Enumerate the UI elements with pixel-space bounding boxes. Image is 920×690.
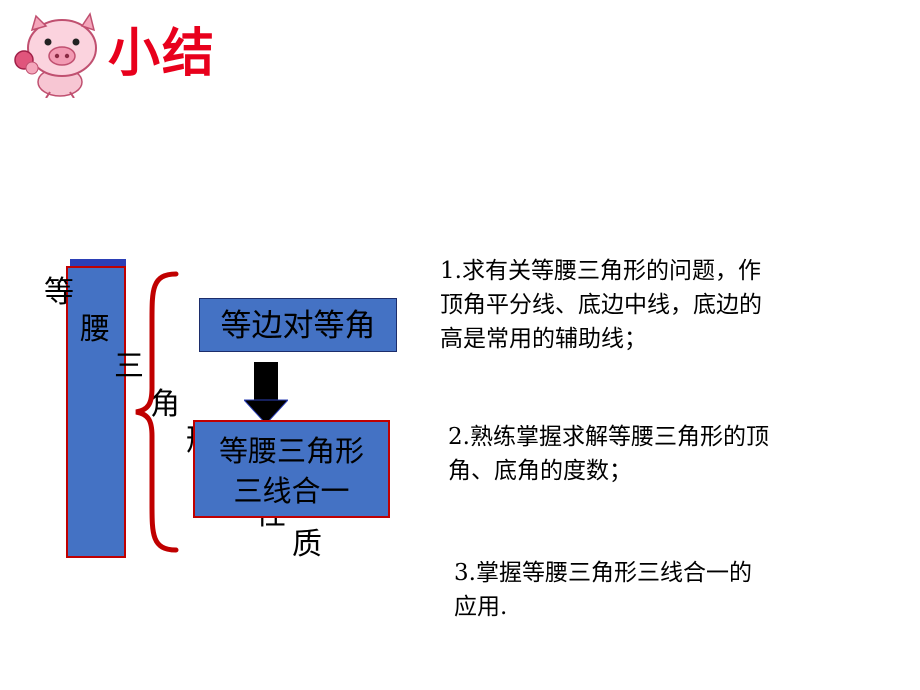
summary-point-2: 2.熟练掌握求解等腰三角形的顶 角、底角的度数；	[448, 420, 888, 488]
summary-point-3: 3.掌握等腰三角形三线合一的 应用.	[454, 556, 894, 624]
box-equal-sides-equal-angles: 等边对等角	[199, 298, 397, 352]
point-line: 高是常用的辅助线；	[440, 326, 647, 352]
point-line: 3.掌握等腰三角形三线合一的	[454, 560, 752, 586]
point-line: 应用.	[454, 594, 508, 620]
vertical-char: 角	[150, 387, 180, 422]
point-line: 2.熟练掌握求解等腰三角形的顶	[448, 424, 769, 450]
brace-icon	[135, 271, 179, 553]
box2-line: 等腰三角形	[218, 434, 364, 468]
arrow-down-icon	[244, 362, 288, 424]
vertical-char: 质	[292, 527, 322, 562]
box-three-lines-coincide: 等腰三角形 三线合一	[193, 420, 390, 518]
vertical-bar	[66, 266, 126, 558]
bar-cap	[70, 259, 126, 268]
vertical-char: 等	[44, 275, 74, 310]
point-line: 1.求有关等腰三角形的问题，作	[440, 258, 761, 284]
vertical-char: 三	[114, 349, 144, 384]
pig-mascot-icon	[14, 12, 97, 98]
summary-point-1: 1.求有关等腰三角形的问题，作 顶角平分线、底边中线，底边的 高是常用的辅助线；	[440, 254, 880, 356]
vertical-char: 腰	[80, 312, 110, 347]
point-line: 角、底角的度数；	[448, 458, 632, 484]
page-title: 小结	[108, 24, 217, 84]
point-line: 顶角平分线、底边中线，底边的	[440, 292, 762, 318]
box2-line: 三线合一	[233, 474, 350, 508]
